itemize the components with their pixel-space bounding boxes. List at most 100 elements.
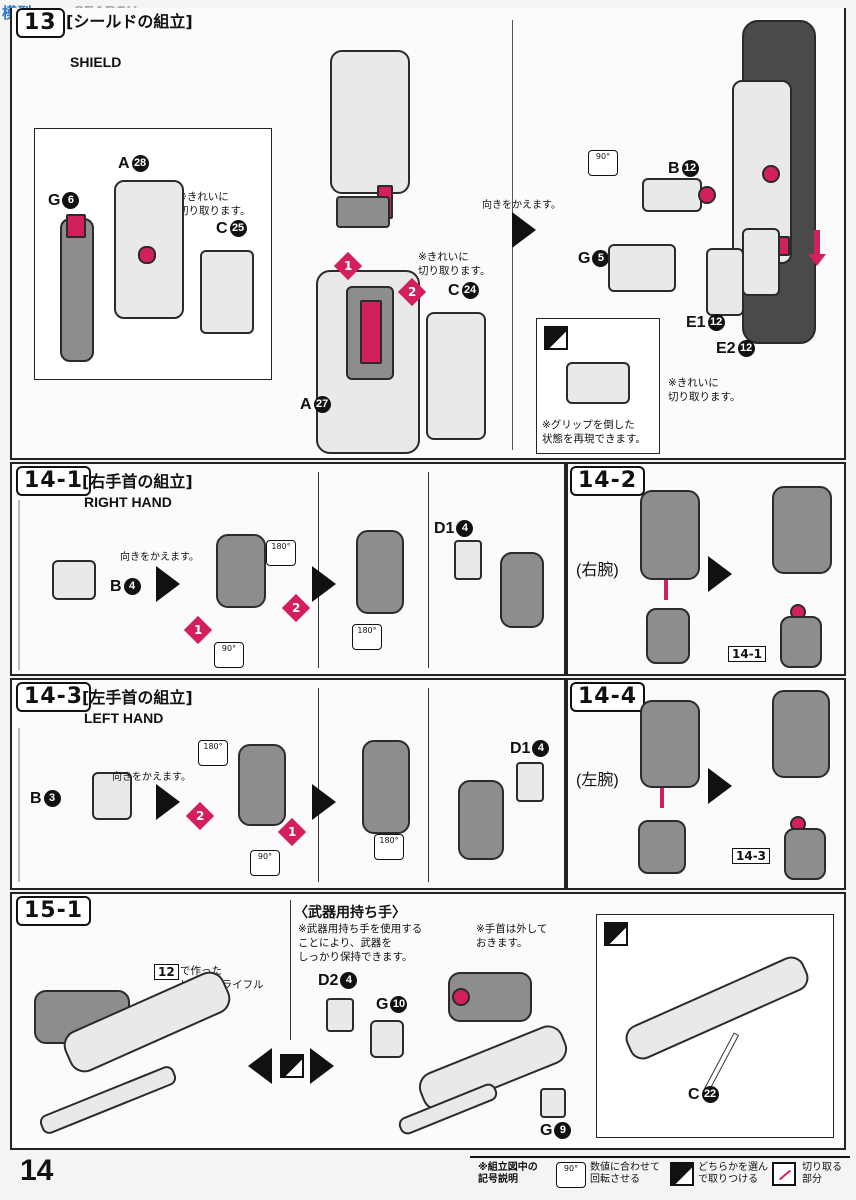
runner-sprue-right <box>18 500 160 670</box>
grip-top-highlight <box>66 214 86 238</box>
left-hand-assembly <box>638 820 686 874</box>
c24-letter: C <box>448 282 460 299</box>
step13-next-arrow <box>512 212 536 248</box>
step14-1-arrow-2 <box>312 566 336 602</box>
swap-arrow-left <box>248 1048 272 1084</box>
hinge-part-b12 <box>642 178 702 212</box>
rotate-180-badge-f: 180° <box>374 834 404 860</box>
right-forearm <box>640 490 700 580</box>
d1-left-number: 4 <box>532 740 550 758</box>
shield-upper-assembly <box>330 50 410 194</box>
ref-step-14-1: 14-1 <box>728 646 767 662</box>
right-hand-small <box>780 616 822 668</box>
step14-3-arrow-1 <box>156 784 180 820</box>
e1-letter: E1 <box>686 314 706 331</box>
pink-down-arrow-14-4 <box>660 788 664 808</box>
right-hand-view2 <box>356 530 404 614</box>
note-clean-cut-3: ※きれいに 切り取ります。 <box>668 377 741 403</box>
b12-number: 12 <box>681 160 699 178</box>
note-clean-cut-2: ※きれいに 切り取ります。 <box>418 251 491 277</box>
grip-part-g5 <box>608 244 676 292</box>
shield-back-socket <box>762 165 780 183</box>
step14-1-number: 14-1 <box>16 466 92 496</box>
b4-letter: B <box>110 578 122 595</box>
palm-part-d1-right <box>454 540 482 580</box>
down-arrow-icon <box>814 230 820 256</box>
right-hand-view1 <box>216 534 266 608</box>
ref-step-14-3: 14-3 <box>732 848 771 864</box>
step14-3-title-en: LEFT HAND <box>84 710 164 726</box>
legend-cut-label: 切り取る 部分 <box>802 1162 842 1185</box>
note-turn-around: 向きをかえます。 <box>482 200 561 211</box>
step14-2-arrow <box>708 556 732 592</box>
swap-arrow-right <box>310 1048 334 1084</box>
weapon-grip-note: ※武器用持ち手を使用する ことにより、武器を しっかり保持できます。 <box>298 923 423 963</box>
shield-plate-c25 <box>200 250 254 334</box>
a28-number: 28 <box>131 155 149 173</box>
step14-3-arrow-2 <box>312 784 336 820</box>
left-arm-label: (左腕) <box>576 772 619 789</box>
left-hand-small <box>784 828 826 880</box>
legend-cut-icon <box>772 1162 796 1186</box>
rotate-180-badge-c: 180° <box>352 624 382 650</box>
pink-down-arrow-14-2 <box>664 580 668 600</box>
step14-1-title-jp: [右手首の組立] <box>82 472 193 491</box>
d2-number: 4 <box>340 972 358 990</box>
choose-one-icon <box>544 326 568 350</box>
d1-number: 4 <box>456 520 474 538</box>
c24-number: 24 <box>461 282 479 300</box>
note-grip-fold: ※グリップを倒した 状態を再現できます。 <box>542 419 646 445</box>
hand-part-b3 <box>92 772 132 820</box>
d1-left-letter: D1 <box>510 740 531 757</box>
step13-number: 13 <box>16 8 65 38</box>
c25-letter: C <box>216 220 228 237</box>
step14-3-title-jp: [左手首の組立] <box>82 688 193 707</box>
step14-3-divider-2 <box>428 688 429 882</box>
c22-number: 22 <box>701 1086 719 1104</box>
note-clean-cut-1: ※きれいに 切り取ります。 <box>178 191 251 217</box>
grip-folded-part <box>566 362 630 404</box>
step15-1-number: 15-1 <box>16 896 92 926</box>
cut-icon <box>778 1169 792 1181</box>
rotate-90-badge: 90° <box>588 150 618 176</box>
note-turn-around-14-3: 向きをかえます。 <box>112 772 191 783</box>
step14-1-title-en: RIGHT HAND <box>84 494 172 510</box>
left-forearm <box>640 700 700 788</box>
step14-1-divider-2 <box>428 472 429 668</box>
a27-letter: A <box>300 396 312 413</box>
right-hand-assembly <box>646 608 690 664</box>
down-arrow-head <box>808 254 826 266</box>
step14-4-number: 14-4 <box>570 682 646 712</box>
runner-sprue-left <box>18 728 160 882</box>
legend-bar <box>470 1156 850 1198</box>
e2-number: 12 <box>737 340 755 358</box>
left-hand-view2 <box>362 740 410 834</box>
g5-number: 5 <box>592 250 610 268</box>
legend-title: ※組立図中の 記号説明 <box>478 1162 538 1185</box>
step15-divider-1 <box>290 900 291 1040</box>
step14-1-arrow-1 <box>156 566 180 602</box>
right-hand-view3 <box>500 552 544 628</box>
step13-title-jp: [シールドの組立] <box>66 12 193 31</box>
legend-choose-label: どちらかを選ん で取りつける <box>698 1162 768 1185</box>
c22-letter: C <box>688 1086 700 1103</box>
legend-choose-icon <box>670 1162 694 1186</box>
step14-4-arrow <box>708 768 732 804</box>
b3-letter: B <box>30 790 42 807</box>
step14-3-number: 14-3 <box>16 682 92 712</box>
step14-2-number: 14-2 <box>570 466 646 496</box>
hand-part-b4 <box>52 560 96 600</box>
